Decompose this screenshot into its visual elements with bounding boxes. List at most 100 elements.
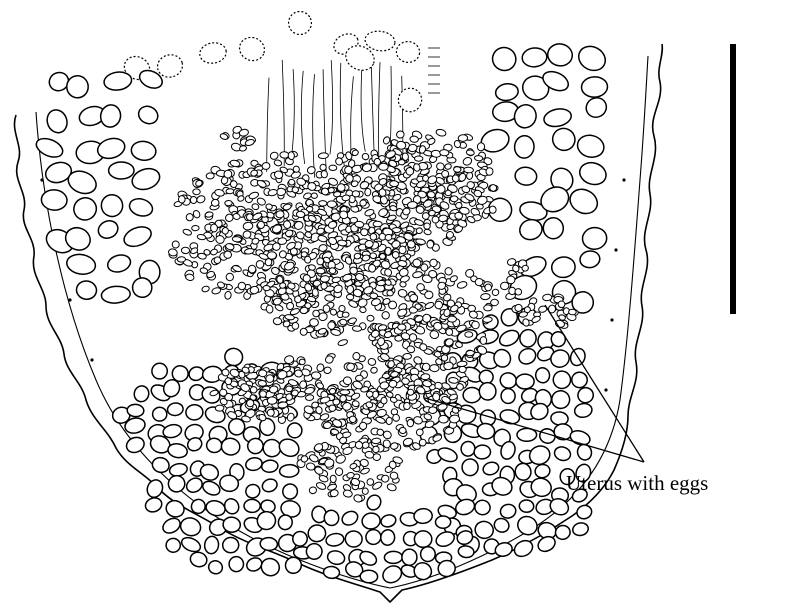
uterine-egg xyxy=(475,278,483,286)
uterine-egg xyxy=(315,481,326,490)
egg-capsule xyxy=(546,42,574,68)
egg-capsule xyxy=(325,532,345,547)
uterine-egg xyxy=(386,483,397,492)
uterine-egg xyxy=(489,205,497,213)
egg-capsule xyxy=(519,329,537,348)
uterine-egg xyxy=(321,170,328,178)
uterine-egg xyxy=(310,319,319,327)
egg-capsule xyxy=(380,513,398,528)
uterine-egg xyxy=(355,375,363,381)
uterine-egg xyxy=(399,427,407,434)
uterine-egg xyxy=(299,359,305,365)
uterine-egg xyxy=(338,305,345,312)
uterine-egg xyxy=(262,162,271,170)
uterine-egg xyxy=(444,266,454,276)
egg-capsule xyxy=(258,556,282,579)
uterine-egg xyxy=(462,156,473,167)
egg-capsule xyxy=(99,103,123,129)
uterine-egg xyxy=(382,136,391,145)
egg-capsule xyxy=(566,185,602,218)
uterine-egg xyxy=(464,167,474,173)
uterine-egg xyxy=(361,153,369,161)
egg-capsule xyxy=(380,563,404,586)
uterine-egg xyxy=(214,256,222,264)
uterine-egg xyxy=(441,355,447,361)
uterine-egg xyxy=(407,389,413,395)
uterine-egg xyxy=(384,247,391,256)
uterine-egg xyxy=(337,184,345,192)
uterine-egg xyxy=(316,258,324,266)
egg-capsule xyxy=(152,363,168,379)
uterine-egg xyxy=(390,181,399,187)
uterine-egg xyxy=(515,304,523,312)
uterine-egg xyxy=(410,136,419,143)
egg-capsule xyxy=(167,402,184,416)
uterine-egg xyxy=(507,276,515,284)
degenerating-eggs xyxy=(120,8,440,116)
uterine-egg xyxy=(266,305,274,314)
egg-capsule xyxy=(165,537,181,553)
egg-capsule xyxy=(515,513,541,538)
egg-capsule xyxy=(247,438,264,455)
uterine-egg xyxy=(319,200,327,206)
uterine-egg xyxy=(480,337,487,345)
egg-capsule xyxy=(583,94,610,121)
uterine-egg xyxy=(568,309,576,315)
uterine-egg xyxy=(414,218,425,226)
egg-capsule xyxy=(288,423,302,438)
egg-capsule xyxy=(476,422,496,440)
egg-capsule xyxy=(185,404,203,420)
uterine-egg xyxy=(354,253,361,260)
uterine-egg xyxy=(430,364,440,371)
uterine-egg xyxy=(257,221,264,228)
uterine-egg xyxy=(398,324,406,330)
egg-capsule xyxy=(516,346,538,367)
egg-capsule xyxy=(340,509,360,528)
uterine-egg xyxy=(396,130,405,139)
uterine-egg xyxy=(466,149,475,155)
uterine-egg xyxy=(222,227,230,235)
egg-capsule xyxy=(326,549,346,566)
duct-line xyxy=(282,60,284,166)
uterine-egg xyxy=(327,201,337,208)
uterine-egg xyxy=(486,167,494,175)
egg-capsule xyxy=(489,43,520,74)
uterine-egg xyxy=(276,188,285,196)
uterine-egg xyxy=(380,397,387,405)
uterine-egg xyxy=(343,489,353,498)
uterine-egg xyxy=(323,422,331,429)
uterine-egg xyxy=(386,417,393,425)
uterine-egg xyxy=(407,419,414,427)
duct-line xyxy=(361,63,365,152)
uterine-egg xyxy=(346,294,354,300)
uterine-egg xyxy=(318,152,328,158)
uterine-egg xyxy=(373,221,382,227)
uterine-egg xyxy=(365,240,374,248)
uterine-egg xyxy=(317,234,328,242)
uterine-egg xyxy=(352,191,360,198)
uterine-egg xyxy=(415,156,423,161)
egg-capsule xyxy=(95,218,120,242)
uterine-egg xyxy=(178,196,185,204)
uterine-egg xyxy=(230,180,238,188)
degenerating-egg xyxy=(285,8,315,38)
egg-capsule xyxy=(514,135,535,159)
uterine-egg xyxy=(386,290,393,297)
uterine-egg xyxy=(279,282,286,288)
uterine-egg xyxy=(329,267,337,274)
uterine-egg xyxy=(274,304,284,312)
uterine-egg xyxy=(193,189,201,195)
egg-capsule xyxy=(575,504,593,521)
egg-capsule xyxy=(109,162,134,179)
uterine-egg xyxy=(320,275,330,282)
egg-capsule xyxy=(222,496,241,516)
uterine-egg xyxy=(182,228,192,236)
egg-capsule xyxy=(553,445,572,463)
uterine-egg xyxy=(367,357,376,366)
uterine-egg xyxy=(320,164,327,171)
egg-capsule xyxy=(130,140,157,162)
uterine-egg xyxy=(444,163,452,170)
egg-capsule xyxy=(551,256,577,279)
egg-capsule xyxy=(222,537,239,554)
